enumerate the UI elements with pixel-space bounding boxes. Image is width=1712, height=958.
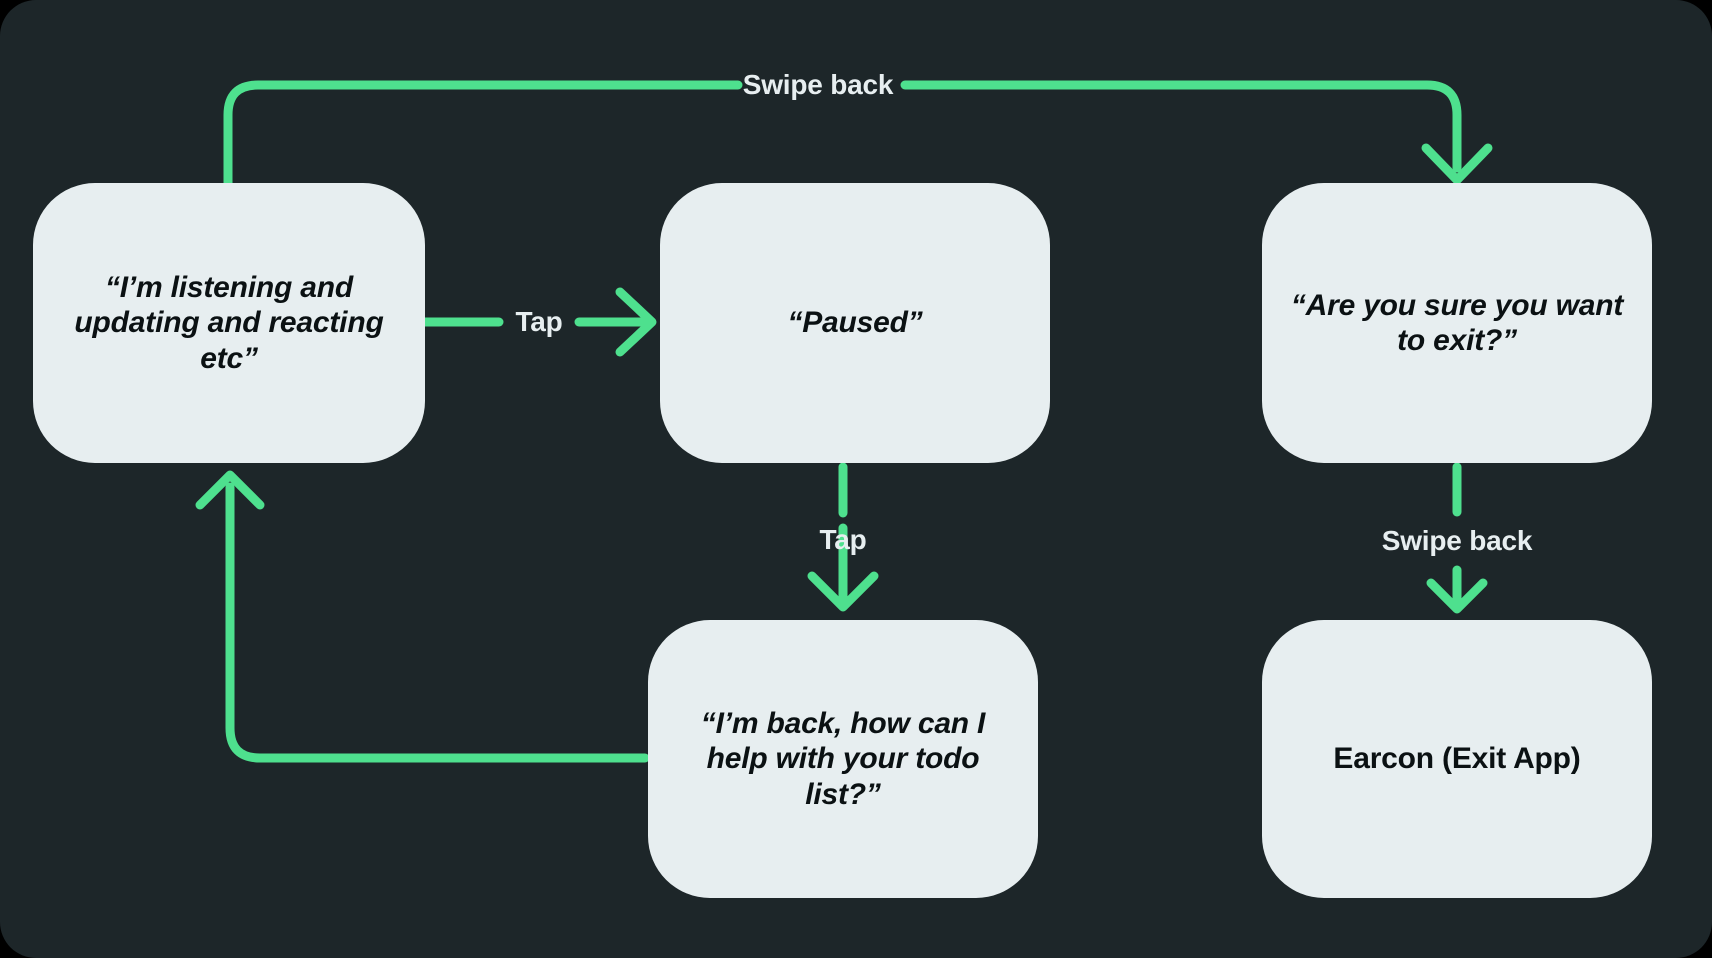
node-listening[interactable]: “I’m listening and updating and reacting… [33, 183, 425, 463]
edge-label-swipe-back-top: Swipe back [742, 69, 894, 100]
node-label: “I’m back, how can I help with your todo… [700, 706, 986, 811]
edge-label-tap-vertical: Tap [819, 524, 867, 555]
edge-listening-to-confirm-exit [223, 80, 1493, 188]
arrowhead-down-icon [807, 571, 879, 612]
node-confirm-exit[interactable]: “Are you sure you want to exit?” [1262, 183, 1652, 463]
node-back-todo[interactable]: “I’m back, how can I help with your todo… [648, 620, 1038, 898]
edge-label-tap-horizontal: Tap [515, 306, 563, 337]
edge-back-todo-to-listening [195, 470, 650, 763]
edge-listening-to-paused [420, 287, 657, 357]
node-label: “I’m listening and updating and reacting… [74, 270, 384, 375]
arrowhead-up-icon [195, 470, 265, 510]
arrowhead-down-icon [1426, 578, 1488, 614]
node-label: Earcon (Exit App) [1333, 742, 1581, 776]
arrowhead-right-icon [615, 287, 657, 357]
node-label: “Paused” [787, 306, 923, 340]
edge-label-swipe-back-right: Swipe back [1381, 525, 1533, 556]
edge-confirm-exit-to-earcon [1426, 462, 1488, 614]
edge-paused-to-back-todo [807, 462, 879, 612]
node-label: “Are you sure you want to exit?” [1290, 288, 1624, 357]
arrowhead-down-icon [1421, 143, 1493, 185]
node-paused[interactable]: “Paused” [660, 183, 1050, 463]
node-earcon-exit[interactable]: Earcon (Exit App) [1262, 620, 1652, 898]
